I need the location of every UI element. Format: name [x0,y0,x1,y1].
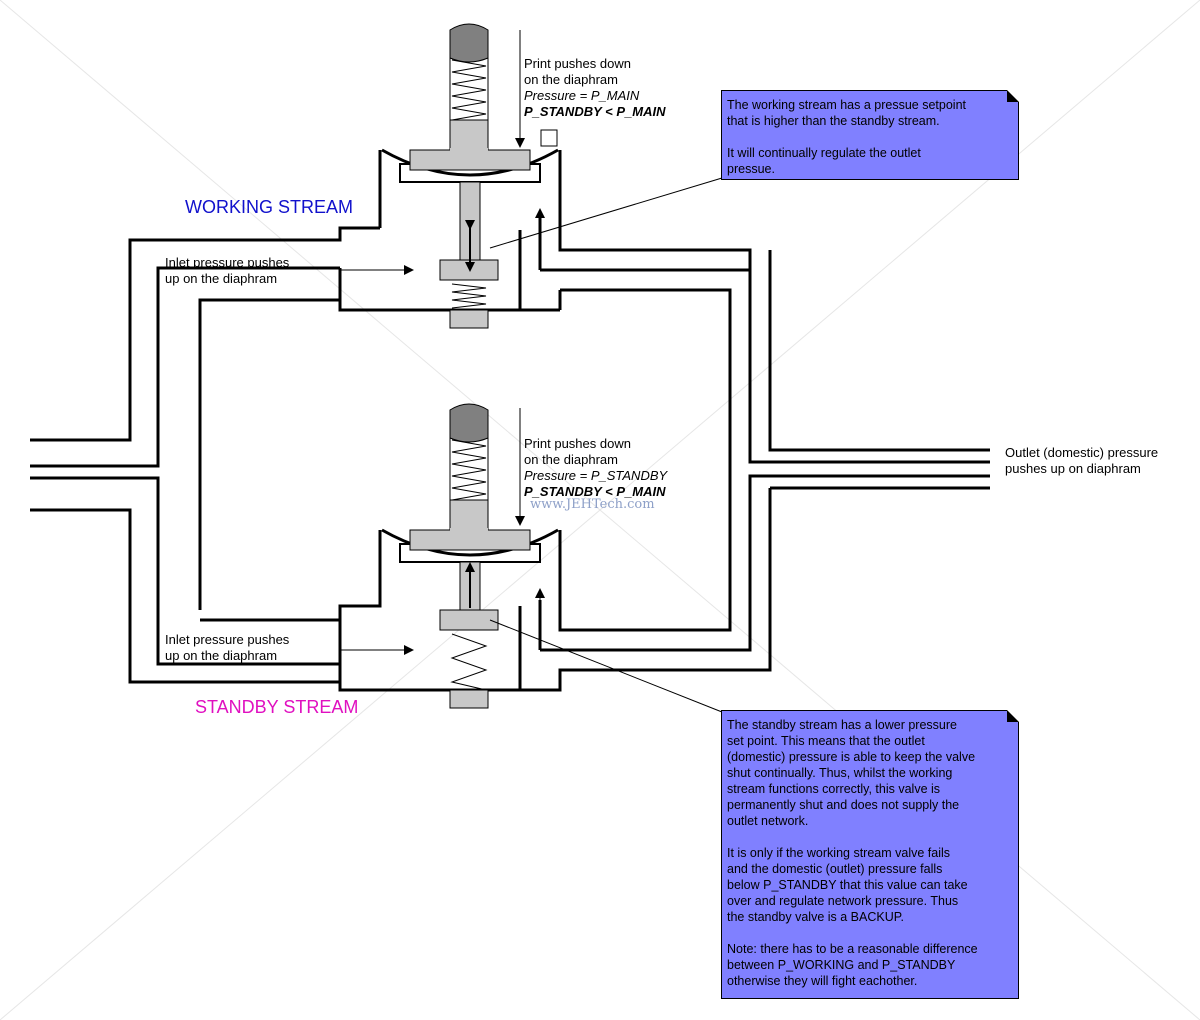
outlet-label: Outlet (domestic) pressure pushes up on … [1005,445,1159,476]
standby-valve [381,403,559,709]
callout-lines [489,177,723,713]
inlet-label-top: Inlet pressure pushes up on the diaphram [165,255,290,286]
print-label-bottom: Print pushes down on the diaphram Pressu… [524,436,668,499]
pipe-network [30,150,990,692]
working-stream-note: The working stream has a pressue setpoin… [721,90,1019,180]
watermark-text: www.JEHTech.com [530,497,655,512]
note-fold-icon [1007,710,1019,722]
working-stream-title: WORKING STREAM [185,197,354,217]
standby-stream-title: STANDBY STREAM [195,697,359,717]
flow-arrows [340,30,545,655]
note-fold-icon [1007,90,1019,102]
print-label-top: Print pushes down on the diaphram Pressu… [524,56,666,119]
working-valve [381,23,559,329]
standby-stream-note: The standby stream has a lower pressure … [721,710,1019,999]
inlet-label-bottom: Inlet pressure pushes up on the diaphram [165,632,290,663]
